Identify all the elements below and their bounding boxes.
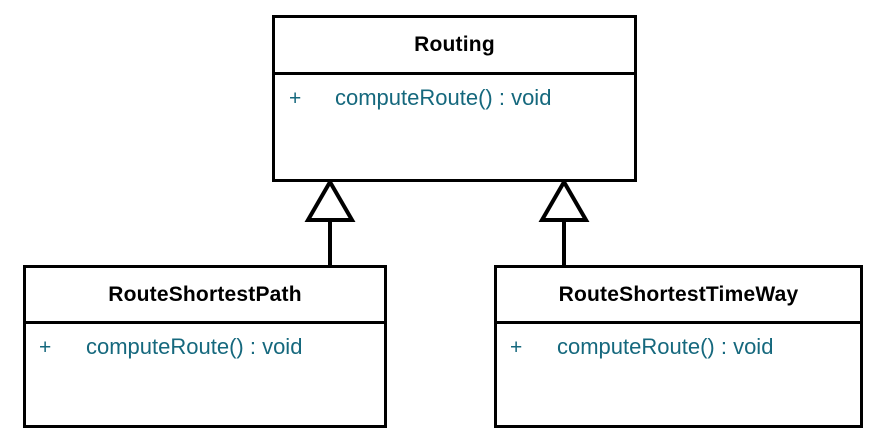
uml-member-visibility-public: + [39,336,52,359]
uml-members-route-shortest-path: + computeRoute() : void [26,324,384,425]
uml-member-signature: computeRoute() : void [557,334,774,359]
uml-members-routing: + computeRoute() : void [275,75,634,179]
uml-member-signature: computeRoute() : void [86,334,303,359]
uml-member-row[interactable]: + computeRoute() : void [26,334,384,360]
uml-class-routing[interactable]: Routing + computeRoute() : void [272,15,637,182]
generalization-arrowhead-icon [304,178,356,222]
uml-compartment-divider [275,72,634,75]
uml-member-row[interactable]: + computeRoute() : void [275,85,634,111]
uml-compartment-divider [497,321,860,324]
uml-class-name-route-shortest-time-way: RouteShortestTimeWay [558,282,799,306]
generalization-route-shortest-path-to-routing[interactable] [304,178,356,266]
uml-member-signature: computeRoute() : void [335,85,552,110]
uml-members-route-shortest-time-way: + computeRoute() : void [497,324,860,425]
generalization-arrowhead-icon [538,178,590,222]
uml-class-route-shortest-path[interactable]: RouteShortestPath + computeRoute() : voi… [23,265,387,428]
generalization-route-shortest-time-way-to-routing[interactable] [538,178,590,266]
uml-member-visibility-public: + [510,336,523,359]
uml-member-row[interactable]: + computeRoute() : void [497,334,860,360]
uml-class-route-shortest-time-way[interactable]: RouteShortestTimeWay + computeRoute() : … [494,265,863,428]
uml-compartment-divider [26,321,384,324]
uml-member-visibility-public: + [289,87,302,110]
uml-class-name-routing: Routing [414,33,495,56]
uml-class-name-route-shortest-path: RouteShortestPath [108,282,302,306]
